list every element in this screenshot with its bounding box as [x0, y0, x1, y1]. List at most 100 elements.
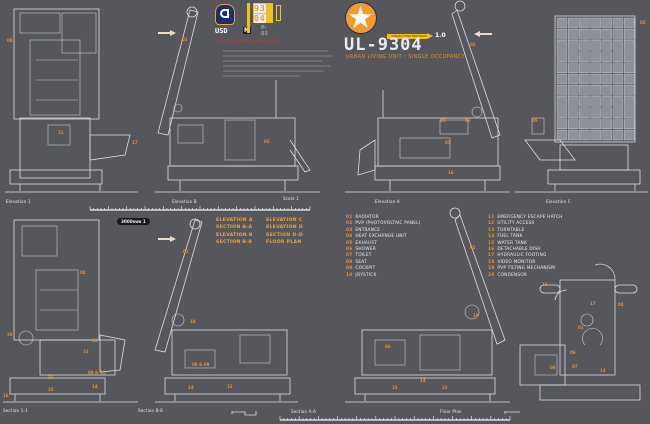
pv-cell — [568, 17, 579, 29]
pv-cell — [612, 17, 624, 29]
pv-cell — [590, 73, 601, 85]
pv-cell — [579, 96, 590, 107]
pv-cell — [590, 107, 601, 118]
view-legend-col1: ELEVATION A SECTION A-A ELEVATION B SECT… — [216, 217, 253, 246]
pv-cell — [601, 17, 612, 29]
pv-cell — [601, 51, 612, 62]
callout-tag: 14 — [420, 378, 426, 383]
callout-tag: 02 — [182, 37, 188, 42]
banner-tag: 1.0 — [435, 32, 446, 39]
badge-suffix: P-03 — [261, 25, 268, 37]
component-number: 01 — [346, 215, 353, 220]
banner-arrow-icon — [427, 33, 433, 39]
callout-tag: 11 — [92, 338, 98, 343]
component-label: EXHAUST — [355, 240, 378, 246]
component-label: UTILITY ACCESS — [497, 221, 535, 227]
component-label: FUEL TANK — [497, 234, 523, 240]
pv-cell — [624, 107, 635, 118]
pv-cell — [579, 118, 590, 130]
legend-item: FLOOR PLAN — [266, 239, 302, 245]
pv-cell — [556, 62, 568, 73]
scale-pill: 3000mm 1 — [117, 218, 150, 225]
pv-cell — [568, 84, 579, 96]
pv-cell — [624, 118, 635, 130]
pv-cell — [590, 40, 601, 51]
usd-logo — [215, 4, 235, 25]
pv-cell — [601, 84, 612, 96]
callout-tag: 09 & 10 — [88, 370, 106, 375]
badge-number-top: 93 — [254, 4, 266, 13]
logo-letter-badge: M — [243, 27, 251, 34]
pv-cell — [601, 73, 612, 85]
component-label: VIDEO MONITOR — [497, 259, 536, 265]
callout-tag: 11 — [58, 130, 64, 135]
callout-tag: 07 — [572, 364, 578, 369]
pv-cell — [556, 118, 568, 130]
callout-tag: 15 — [392, 385, 398, 390]
pv-cell — [556, 51, 568, 62]
component-number: 14 — [488, 234, 495, 240]
pv-cell — [590, 62, 601, 73]
callout-tag: 15 — [48, 387, 54, 392]
legend-item: ELEVATION D — [266, 225, 303, 231]
component-number: 11 — [488, 215, 495, 220]
component-label: PVP TILTING MECHANISM — [497, 266, 556, 272]
component-number: 18 — [488, 259, 495, 265]
pv-cell — [612, 107, 624, 118]
component-label: EMERGENCY ESCAPE HATCH — [497, 215, 563, 220]
legend-item: ELEVATION B — [216, 232, 253, 238]
callout-tag: 01 — [445, 140, 451, 145]
pv-cell — [568, 51, 579, 62]
pv-cell — [612, 96, 624, 107]
callout-tag: 02 — [640, 20, 646, 25]
component-label: PVP (PHOTOVOLTAIC PANEL) — [355, 221, 421, 227]
callout-tag: 06 — [465, 118, 471, 123]
pv-cell — [612, 40, 624, 51]
component-label: COCKPIT — [355, 266, 376, 272]
pv-panel-grid — [556, 17, 635, 141]
pv-cell — [568, 29, 579, 40]
callout-tag: 14 — [92, 384, 98, 389]
component-number: 15 — [488, 240, 495, 246]
pv-cell — [612, 129, 624, 141]
pv-cell — [612, 118, 624, 130]
callout-tag: 08 — [550, 365, 556, 370]
elevation-b-drawing — [157, 6, 311, 191]
callout-tag: 03 — [264, 139, 270, 144]
scale-bar — [89, 206, 311, 211]
component-label: HYDRAULIC FOOTING — [497, 253, 547, 259]
view-caption: Elevation A — [375, 199, 400, 204]
red-subtitle: ALL-TERRAIN LIVING UNIT — [216, 40, 281, 45]
pv-cell — [590, 17, 601, 29]
pv-cell — [601, 62, 612, 73]
callout-tag: 02 — [470, 245, 476, 250]
pv-cell — [624, 129, 635, 141]
component-number: 09 — [346, 266, 353, 272]
pv-cell — [590, 129, 601, 141]
pv-cell — [556, 129, 568, 141]
callout-tag: 12 — [227, 384, 233, 389]
pv-cell — [556, 107, 568, 118]
scale-label: Scale 1 — [283, 196, 299, 201]
component-label: SEAT — [355, 259, 367, 265]
page-title: UL-9304 — [344, 35, 423, 55]
pv-cell — [568, 118, 579, 130]
callout-tag: 19 — [190, 319, 196, 324]
pv-cell — [624, 51, 635, 62]
pv-cell — [568, 96, 579, 107]
pv-cell — [556, 96, 568, 107]
